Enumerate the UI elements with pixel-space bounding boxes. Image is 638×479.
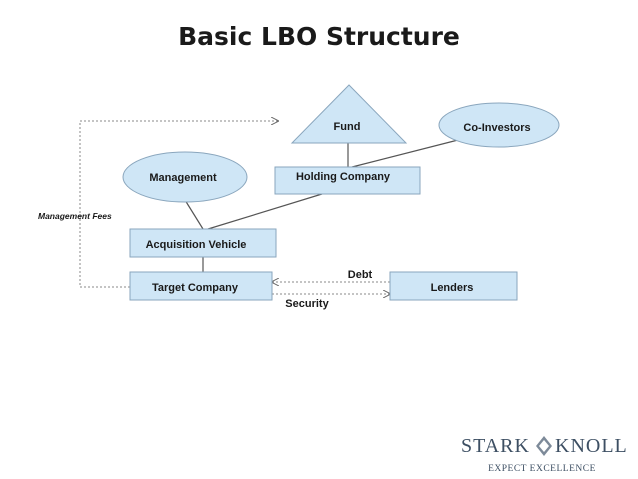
slide-title: Basic LBO Structure bbox=[178, 22, 460, 51]
lenders-label: Lenders bbox=[431, 282, 474, 294]
management-label: Management bbox=[149, 172, 217, 184]
acquisition-vehicle-label: Acquisition Vehicle bbox=[146, 239, 247, 251]
diamond-icon bbox=[536, 436, 552, 456]
fund-node bbox=[290, 84, 408, 144]
security-label: Security bbox=[285, 298, 329, 310]
acquisition-vehicle-node bbox=[129, 228, 277, 258]
stark-knoll-logo: STARK KNOLL EXPECT EXCELLENCE bbox=[461, 435, 628, 474]
holding-company-node bbox=[274, 166, 421, 195]
fund-label: Fund bbox=[334, 121, 361, 133]
management-fees-arrow bbox=[79, 121, 278, 288]
co-investors-node bbox=[438, 102, 560, 148]
lenders-node bbox=[389, 271, 518, 301]
co-investors-label: Co-Investors bbox=[463, 122, 530, 134]
edge-coinvestors-holding bbox=[351, 139, 459, 168]
target-company-label: Target Company bbox=[152, 282, 239, 294]
logo-tagline: EXPECT EXCELLENCE bbox=[488, 464, 596, 474]
logo-right-text: KNOLL bbox=[555, 435, 628, 457]
edge-management-acquisition bbox=[184, 199, 204, 230]
management-fees-label: Management Fees bbox=[38, 211, 112, 221]
logo-left-text: STARK bbox=[461, 435, 530, 457]
target-company-node bbox=[129, 271, 273, 301]
edge-holding-acquisition bbox=[207, 193, 323, 230]
debt-label: Debt bbox=[348, 269, 373, 281]
holding-company-label: Holding Company bbox=[296, 171, 391, 183]
management-node bbox=[122, 151, 248, 203]
